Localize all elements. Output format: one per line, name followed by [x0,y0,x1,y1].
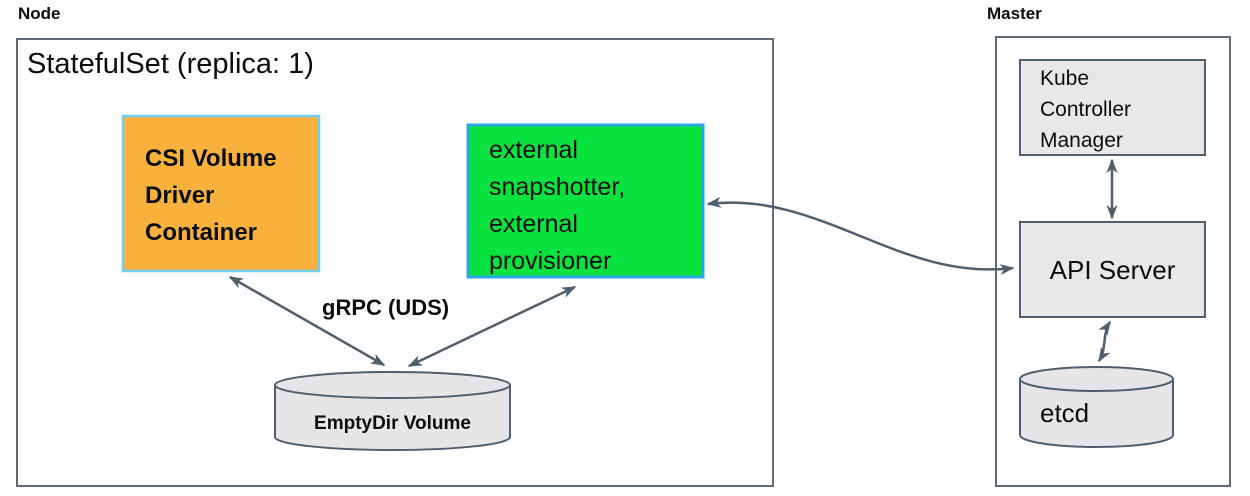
kube-controller-manager-label: Kube Controller Manager [1040,67,1132,152]
emptydir-label: EmptyDir Volume [314,413,471,434]
api-server-label: API Server [1049,255,1176,285]
arrow-csi-emptydir [228,275,386,367]
etcd-cylinder [1019,366,1174,448]
arrow-sidecar-emptydir [407,285,577,368]
emptydir-cylinder [274,371,511,451]
etcd-label: etcd [1040,398,1090,428]
statefulset-title: StatefulSet (replica: 1) [27,48,314,80]
kube-controller-manager-box [1019,59,1206,156]
master-label: Master [987,4,1042,23]
csi-volume-driver-box [121,114,321,273]
external-sidecar-box [466,123,705,279]
external-sidecar-label: external snapshotter, external provision… [489,136,626,275]
csi-volume-driver-label: CSI Volume Driver Container [145,145,277,246]
api-server-box [1019,221,1206,318]
node-label: Node [18,4,61,23]
arrow-apiserver-etcd [1097,320,1112,363]
grpc-uds-label: gRPC (UDS) [322,295,450,320]
arrow-sidecar-apiserver [706,196,1015,276]
